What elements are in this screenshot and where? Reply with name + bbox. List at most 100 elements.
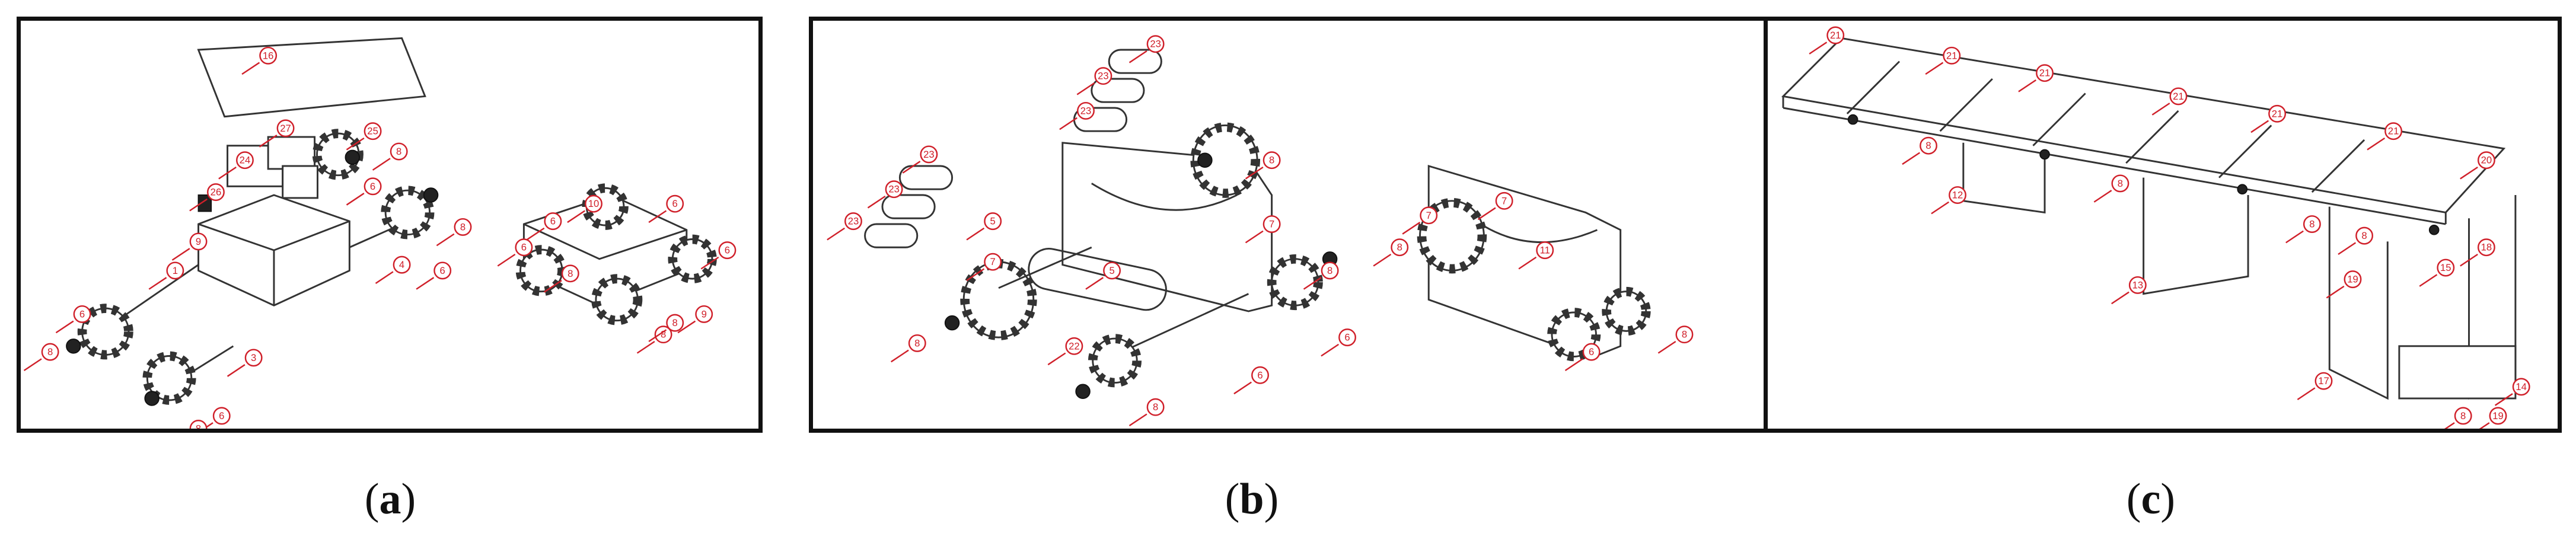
part-callout: 8 xyxy=(1657,325,1694,354)
part-callout: 19 xyxy=(2326,270,2362,299)
nut-a1 xyxy=(66,339,81,354)
part-number: 6 xyxy=(521,242,527,253)
part-number: 8 xyxy=(661,329,666,340)
part-callout: 8 xyxy=(648,314,684,343)
part-callout: 8 xyxy=(2444,407,2472,429)
part-number: 23 xyxy=(1080,105,1092,116)
part-callout: 7 xyxy=(966,253,1002,282)
part-callout: 8 xyxy=(891,334,926,363)
part-callout: 14 xyxy=(2494,378,2530,406)
part-number: 23 xyxy=(923,149,935,160)
part-number: 13 xyxy=(2132,279,2144,290)
drive-base xyxy=(2398,345,2517,400)
part-callout: 5 xyxy=(966,212,1002,241)
part-callout: 6 xyxy=(1564,343,1601,372)
part-number: 7 xyxy=(1426,210,1432,221)
part-callout: 21 xyxy=(2151,87,2188,116)
part-number: 8 xyxy=(2361,230,2367,241)
part-callout: 26 xyxy=(189,183,225,212)
part-callout: 8 xyxy=(372,142,408,171)
part-callout: 6 xyxy=(203,407,231,429)
part-number: 11 xyxy=(1540,245,1550,256)
part-number: 18 xyxy=(2481,242,2492,253)
part-number: 8 xyxy=(2460,410,2466,422)
part-callout: 22 xyxy=(1047,337,1083,366)
part-callout: 8 xyxy=(436,218,472,247)
part-number: 8 xyxy=(1327,265,1332,276)
part-number: 12 xyxy=(1952,190,1963,201)
part-number: 23 xyxy=(1098,71,1109,82)
part-callout: 6 xyxy=(55,305,91,334)
part-callout: 23 xyxy=(1128,35,1165,63)
part-callout: 23 xyxy=(1076,67,1112,95)
caption-b: (b) xyxy=(1225,475,1279,523)
part-number: 21 xyxy=(2039,68,2051,79)
part-number: 6 xyxy=(370,181,375,192)
part-callout: 7 xyxy=(1245,215,1281,244)
part-number: 6 xyxy=(550,216,556,227)
part-callout: 21 xyxy=(2018,64,2054,92)
part-callout: 8 xyxy=(189,420,208,429)
part-number: 19 xyxy=(2347,274,2358,285)
part-callout: 10 xyxy=(567,194,602,223)
part-callout: 9 xyxy=(171,232,208,261)
part-number: 8 xyxy=(2118,178,2123,189)
part-number: 23 xyxy=(1150,39,1161,50)
part-callout: 8 xyxy=(636,325,672,354)
part-callout: 6 xyxy=(700,241,737,270)
part-number: 8 xyxy=(2309,219,2314,230)
part-callout: 23 xyxy=(902,145,938,174)
part-callout: 5 xyxy=(1085,261,1121,290)
part-callout: 6 xyxy=(497,238,533,267)
part-callout: 8 xyxy=(2285,215,2321,244)
part-number: 21 xyxy=(2272,108,2283,119)
part-number: 19 xyxy=(2492,410,2504,422)
part-callout: 11 xyxy=(1518,241,1554,270)
part-callout: 8 xyxy=(1373,238,1409,267)
part-callout: 8 xyxy=(1245,151,1281,180)
part-number: 8 xyxy=(1397,242,1402,253)
part-number: 1 xyxy=(173,265,178,276)
part-number: 6 xyxy=(440,265,445,276)
part-callout: 18 xyxy=(2460,238,2495,267)
part-number: 4 xyxy=(399,259,404,270)
part-callout: 12 xyxy=(1931,186,1966,215)
part-number: 21 xyxy=(1830,30,1841,41)
part-number: 21 xyxy=(2173,91,2184,102)
part-number: 9 xyxy=(702,308,707,320)
part-number: 8 xyxy=(914,337,920,349)
part-callout: 8 xyxy=(23,343,59,372)
part-callout: 8 xyxy=(2093,174,2129,203)
part-number: 8 xyxy=(1682,329,1687,340)
part-callout: 24 xyxy=(218,151,254,180)
part-callout: 21 xyxy=(1925,46,1961,75)
part-callout: 8 xyxy=(1902,136,1937,165)
part-number: 8 xyxy=(1269,155,1274,166)
caption-a: (a) xyxy=(364,475,416,523)
part-callout: 8 xyxy=(544,264,579,293)
part-callout: 6 xyxy=(1321,328,1356,357)
part-number: 9 xyxy=(196,236,201,247)
part-callout: 20 xyxy=(2460,151,2495,180)
part-number: 10 xyxy=(588,198,600,209)
part-number: 7 xyxy=(1501,195,1507,206)
part-callout: 6 xyxy=(526,212,562,241)
part-number: 6 xyxy=(1344,332,1350,343)
part-number: 5 xyxy=(1109,265,1114,276)
part-number: 8 xyxy=(672,317,678,328)
part-number: 8 xyxy=(460,221,466,232)
part-callout: 8 xyxy=(1303,261,1339,290)
part-callout: 23 xyxy=(1059,101,1095,130)
part-number: 5 xyxy=(990,216,996,227)
part-callout: 3 xyxy=(227,349,263,377)
part-callout: 21 xyxy=(1809,26,1845,55)
part-callout: 17 xyxy=(2297,372,2333,401)
part-callout: 21 xyxy=(2367,122,2403,151)
part-number: 16 xyxy=(263,50,274,61)
part-number: 8 xyxy=(47,346,53,357)
part-callout: 15 xyxy=(2419,258,2455,287)
